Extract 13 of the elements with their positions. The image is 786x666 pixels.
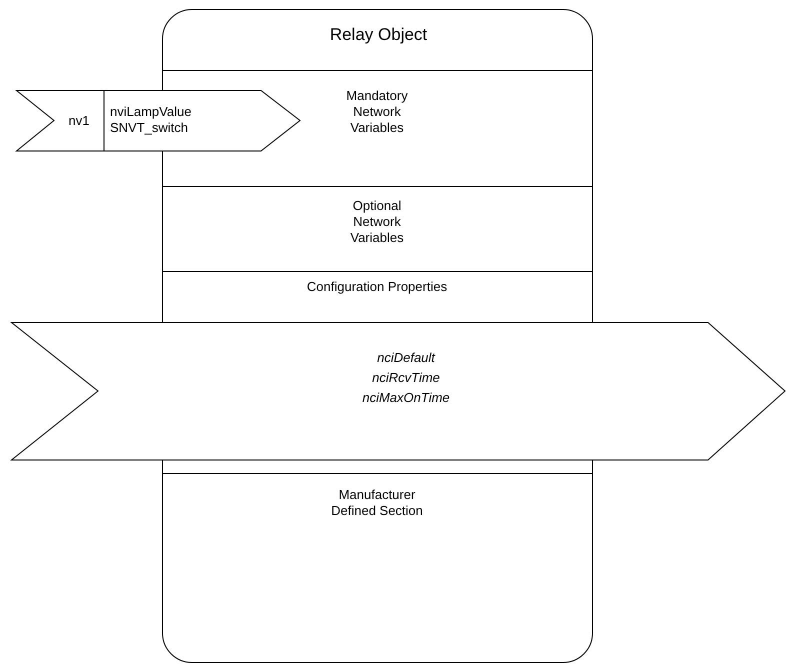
property-name: nciMaxOnTime [361,390,451,406]
variable-name: nviLampValue [110,104,192,120]
section-heading: Configuration Properties [306,279,448,295]
variable-number: nv1 [68,113,90,129]
property-name: nciRcvTime [371,370,441,386]
variable-type: SNVT_switch [110,120,190,136]
section-heading: Optional Network Variables [349,198,405,246]
property-chevron [11,322,786,461]
object-title: Relay Object [328,24,428,45]
input-chevron [16,90,301,152]
section-heading: Mandatory Network Variables [345,88,409,136]
property-name: nciDefault [376,350,436,366]
section-heading: Manufacturer Defined Section [330,487,424,519]
